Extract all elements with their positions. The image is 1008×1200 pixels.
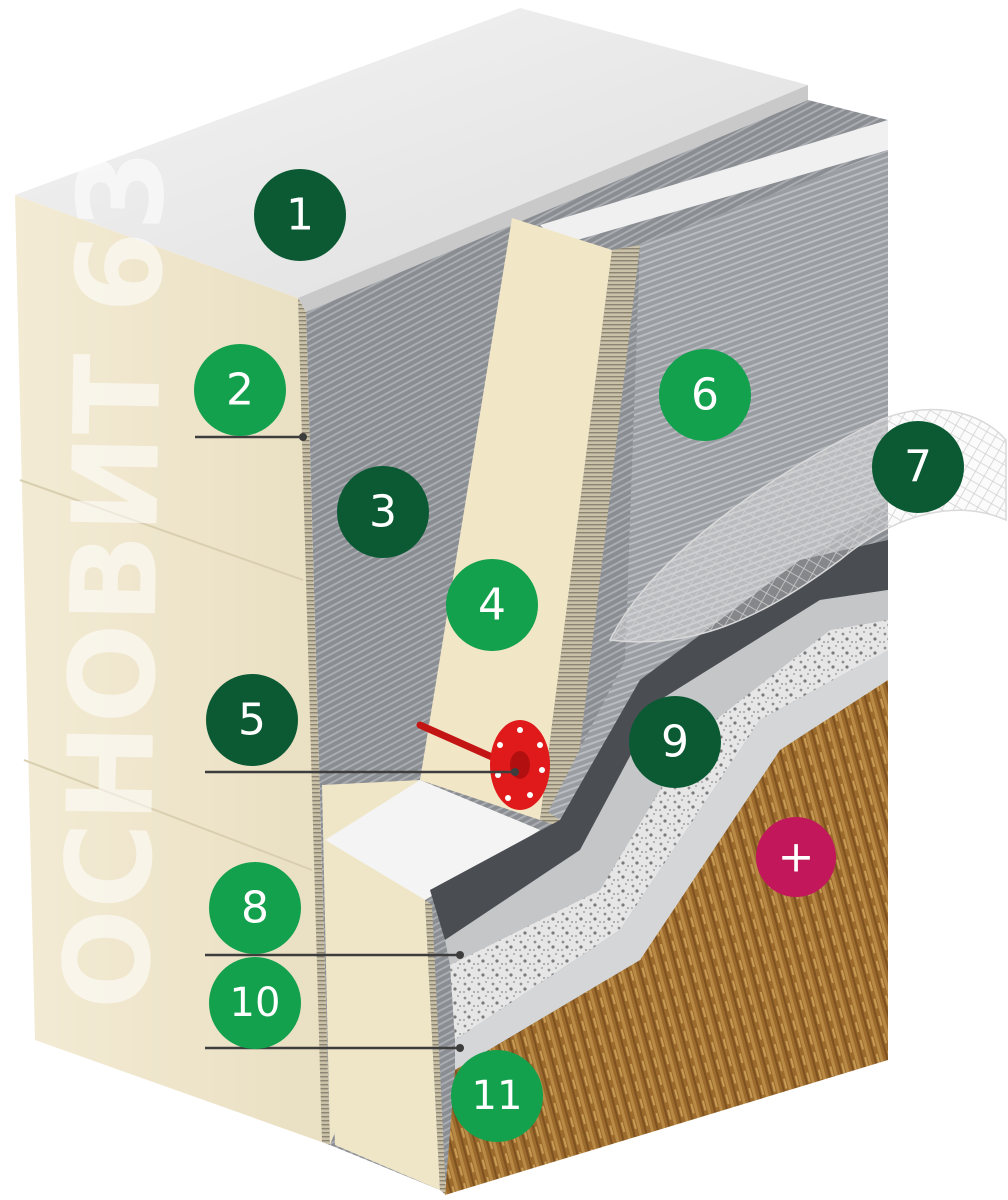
svg-text:2: 2 [226,365,254,416]
badge-3[interactable]: 3 [337,466,429,558]
svg-text:10: 10 [230,980,281,1026]
badge-11[interactable]: 11 [451,1050,543,1142]
svg-text:4: 4 [478,580,506,631]
badge-plus[interactable]: + [756,817,836,897]
dowel-icon [416,720,550,810]
svg-text:1: 1 [286,190,314,241]
svg-text:8: 8 [241,883,269,934]
badge-2[interactable]: 2 [194,344,286,436]
svg-text:7: 7 [904,442,932,493]
watermark-text: ОСНОВИТ 63 [38,148,191,1011]
layer-badges: 1 2 3 4 5 6 7 8 9 10 11 [194,169,964,1142]
decorative-plaster-layer [450,620,888,1040]
svg-text:3: 3 [369,487,397,538]
foam-strip [420,218,640,830]
base-coat-layer [430,540,888,940]
leader-endpoints [299,433,519,1052]
svg-text:6: 6 [691,370,719,421]
badge-8[interactable]: 8 [209,862,301,954]
badge-7[interactable]: 7 [872,421,964,513]
badge-1[interactable]: 1 [254,169,346,261]
badge-4[interactable]: 4 [446,559,538,651]
svg-text:11: 11 [472,1073,523,1119]
reinforcing-layer [548,150,888,820]
badge-6[interactable]: 6 [659,349,751,441]
svg-text:9: 9 [661,717,689,768]
badge-5[interactable]: 5 [206,674,298,766]
badge-10[interactable]: 10 [209,957,301,1049]
lower-foam-block [322,780,540,1195]
bark-finish-layer [445,680,888,1195]
svg-text:5: 5 [238,695,266,746]
badge-9[interactable]: 9 [629,696,721,788]
paint-primer-layer [455,650,888,1070]
svg-text:+: + [778,832,815,883]
